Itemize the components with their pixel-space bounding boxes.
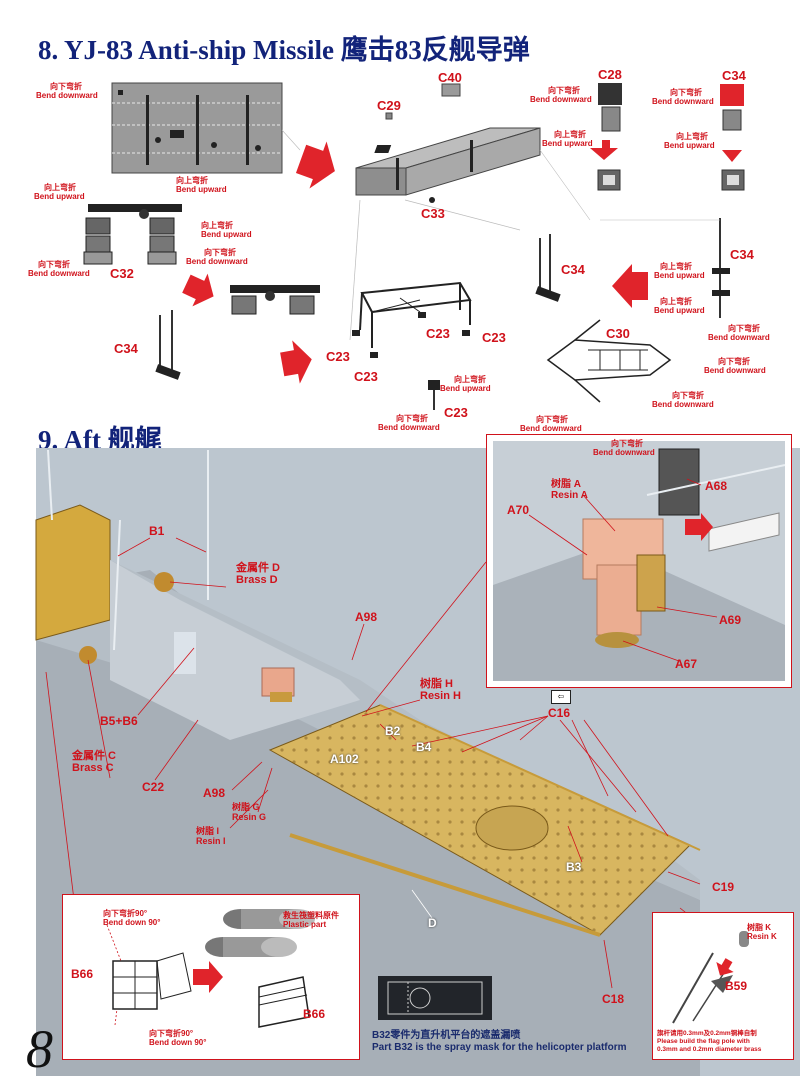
part-code-a67: A67 bbox=[675, 657, 698, 671]
part-code-c29: C29 bbox=[377, 98, 401, 113]
direction-icon: ⇦ bbox=[551, 690, 571, 704]
part-code-c34: C34 bbox=[114, 341, 138, 356]
assembled-c32 bbox=[230, 285, 320, 315]
section-8-title: 8. YJ-83 Anti-ship Missile 鹰击83反舰导弹 bbox=[38, 35, 530, 65]
b66-diagram bbox=[106, 909, 315, 1028]
assembly-c32 bbox=[83, 204, 182, 265]
part-code-c33: C33 bbox=[421, 206, 445, 221]
box-c33 bbox=[355, 127, 541, 203]
bend-down-90-label: 向下弯折90°Bend down 90° bbox=[149, 1029, 207, 1047]
frame-c23 bbox=[352, 281, 472, 358]
part-code-a98: A98 bbox=[355, 610, 378, 624]
part-code-c22: C22 bbox=[142, 780, 165, 794]
part-code-b1: B1 bbox=[149, 524, 165, 538]
part-code-b3: B3 bbox=[566, 860, 582, 874]
part-code-c19: C19 bbox=[712, 880, 735, 894]
part-code-c30: C30 bbox=[606, 326, 630, 341]
page-number: 8 bbox=[26, 1019, 53, 1079]
part-code-c16: C16 bbox=[548, 706, 571, 720]
part-code-c23: C23 bbox=[482, 330, 506, 345]
part-code-c23: C23 bbox=[426, 326, 450, 341]
part-code-c23: C23 bbox=[444, 405, 468, 420]
part-code-a98: A98 bbox=[203, 786, 226, 800]
part-code-d: D bbox=[428, 916, 437, 930]
part-code-b66: B66 bbox=[71, 967, 94, 981]
sheet-c29-flat bbox=[111, 82, 283, 174]
flag-diagram bbox=[672, 931, 749, 1024]
part-code-c40: C40 bbox=[438, 70, 462, 85]
part-code-c34: C34 bbox=[722, 68, 746, 83]
part-code-c18: C18 bbox=[602, 992, 625, 1006]
part-code-b66: B66 bbox=[303, 1007, 326, 1021]
part-code-c34: C34 bbox=[561, 262, 585, 277]
frame-c30 bbox=[546, 319, 672, 403]
part-code-b2: B2 bbox=[385, 724, 401, 738]
part-code-c23: C23 bbox=[354, 369, 378, 384]
part-code-b4: B4 bbox=[416, 740, 432, 754]
bend-down-90-label: 向下弯折90°Bend down 90° bbox=[103, 909, 161, 927]
b66-inset: 向下弯折90°Bend down 90° B66 向下弯折90°Bend dow… bbox=[62, 894, 360, 1060]
part-code-a69: A69 bbox=[719, 613, 742, 627]
part-code-c32: C32 bbox=[110, 266, 134, 281]
part-code-c23: C23 bbox=[326, 349, 350, 364]
part-code-b5-b6: B5+B6 bbox=[100, 714, 138, 728]
part-code-a68: A68 bbox=[705, 479, 728, 493]
part-code-b59: B59 bbox=[725, 979, 748, 993]
flag-note: 旗杆请用0.3mm及0.2mm铜棒自制 Please build the fla… bbox=[657, 1030, 762, 1053]
part-code-a102: A102 bbox=[330, 752, 359, 766]
part-code-c34: C34 bbox=[730, 247, 754, 262]
part-code-c28: C28 bbox=[598, 67, 622, 82]
inset-photo bbox=[493, 441, 786, 681]
part-code-a70: A70 bbox=[507, 503, 530, 517]
